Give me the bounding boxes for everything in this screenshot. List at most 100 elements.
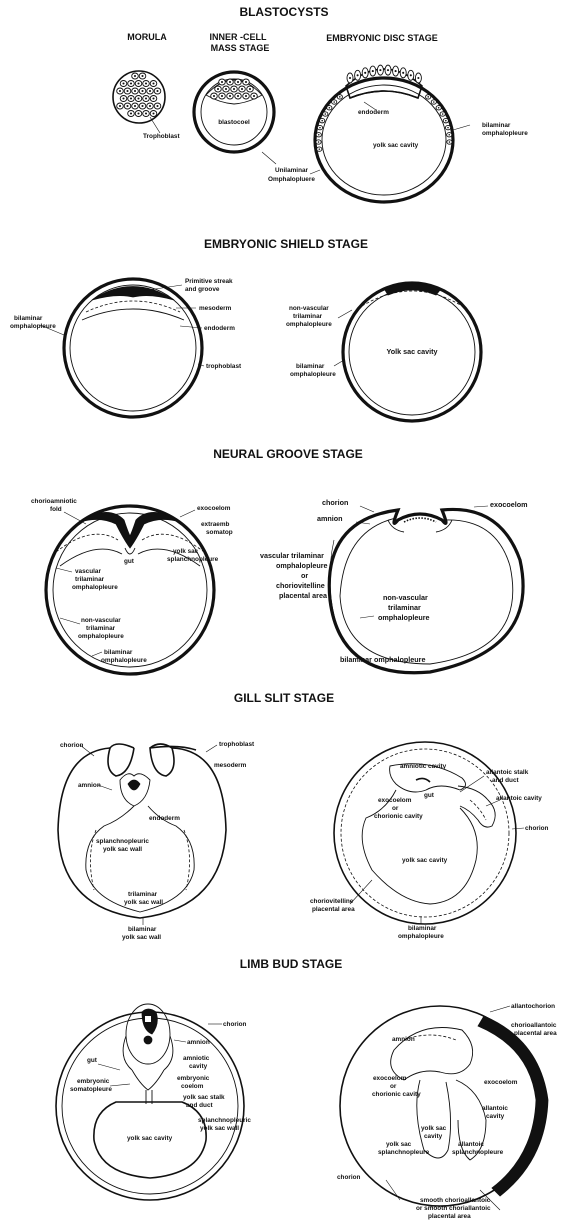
cell-nucleus [241, 88, 243, 90]
gill-gut-label: gut [424, 792, 435, 799]
gill-exocoelom-label-1: exocoelom [378, 797, 412, 804]
shield-bilaminar-r-label-2: omphalopleure [290, 371, 336, 378]
gill-bilam-r-label-2: omphalopleure [398, 933, 444, 940]
bilaminar-label-1: bilaminar [482, 122, 511, 129]
extraemb-label-1: extraemb [201, 521, 230, 528]
emb-coel-label-1: embryonic [177, 1075, 210, 1082]
cell-nucleus [134, 75, 136, 77]
cell-nucleus [122, 97, 124, 99]
cell-nucleus [433, 101, 435, 103]
neural-right-drawing [329, 509, 523, 672]
chorioamniotic-label-2: fold [50, 506, 62, 513]
cell-nucleus [395, 70, 397, 72]
limb-splanch-label-2: yolk sac wall [200, 1125, 239, 1132]
cell-nucleus [156, 90, 158, 92]
nvr-label-2: trilaminar [388, 603, 421, 612]
trophoblast-label: Trophoblast [143, 133, 180, 140]
cell-nucleus [152, 97, 154, 99]
emb-coel-label-2: coelom [181, 1083, 204, 1090]
cell-nucleus [225, 88, 227, 90]
neural-amnion-label: amnion [317, 514, 343, 523]
cell-nucleus [357, 74, 359, 76]
cell-nucleus [402, 72, 404, 74]
cell-nucleus [141, 75, 143, 77]
ys-stalk-label-2: and duct [186, 1102, 213, 1109]
inner-cell-title-2: MASS STAGE [211, 43, 270, 53]
cell-nucleus [122, 82, 124, 84]
cell-nucleus [237, 81, 239, 83]
neural-nonvasc-label-3: omphalopleure [78, 633, 124, 640]
cell-nucleus [134, 105, 136, 107]
cell-nucleus [319, 127, 321, 129]
vt-label-1: vascular trilaminar [260, 551, 324, 560]
cell-nucleus [145, 97, 147, 99]
neural-exocoelom-r-label: exocoelom [490, 500, 528, 509]
cell-nucleus [379, 69, 381, 71]
limb-title: LIMB BUD STAGE [240, 957, 342, 971]
neural-bilam-label-2: omphalopleure [101, 657, 147, 664]
endoderm-label: endoderm [358, 109, 389, 116]
cell-nucleus [318, 141, 320, 143]
nvr-label-1: non-vascular [383, 593, 428, 602]
blastocysts-title: BLASTOCYSTS [239, 5, 328, 19]
ca-label-1: chorioallantoic [511, 1022, 557, 1029]
gill-splanch-label-1: splanchnopleuric [96, 838, 149, 845]
cell-nucleus [249, 88, 251, 90]
blastocoel-label: blastocoel [218, 119, 250, 126]
cell-nucleus [339, 96, 341, 98]
gill-exocoelom-label-2: or [392, 805, 399, 812]
cell-nucleus [329, 107, 331, 109]
neural-nonvasc-label-1: non-vascular [81, 617, 121, 624]
limb-allantoic-label-2: cavity [486, 1113, 505, 1120]
limb-chorion-label: chorion [223, 1021, 247, 1028]
cell-nucleus [119, 105, 121, 107]
neural-gut-label: gut [124, 558, 135, 565]
limb-exocoelom-label-3: chorionic cavity [372, 1091, 421, 1098]
cell-nucleus [149, 105, 151, 107]
cell-nucleus [349, 77, 351, 79]
ys-splanch-label-2: splanchnopleure [167, 556, 219, 563]
neural-bilam-label-1: bilaminar [104, 649, 133, 656]
nonvasc-label-3: omphalopleure [286, 321, 332, 328]
ys-stalk-label-1: yolk sac stalk [183, 1094, 225, 1101]
all-splanch-label-2: splanchnopleure [452, 1149, 504, 1156]
cell-nucleus [229, 95, 231, 97]
amniotic-cavity-label: amniotic cavity [400, 763, 447, 770]
cell-nucleus [130, 82, 132, 84]
neural-section: NEURAL GROOVE STAGE chorioamniotic fold … [31, 447, 528, 674]
cell-nucleus [445, 120, 447, 122]
cell-nucleus [319, 148, 321, 150]
yolk-sac-cavity-label: yolk sac cavity [373, 142, 419, 149]
cell-nucleus [130, 97, 132, 99]
cell-nucleus [119, 90, 121, 92]
limb-amniotic-label-2: cavity [189, 1063, 208, 1070]
vt-label-2: omphalopleure [276, 561, 328, 570]
cv-label-2: placental area [312, 906, 355, 913]
cell-nucleus [325, 113, 327, 115]
ys-splanch-r-label-1: yolk sac [386, 1141, 412, 1148]
neural-chorion-label: chorion [322, 498, 348, 507]
cell-nucleus [410, 74, 412, 76]
cell-nucleus [364, 72, 366, 74]
cell-nucleus [447, 127, 449, 129]
chorioamniotic-label-1: chorioamniotic [31, 498, 77, 505]
cell-nucleus [126, 105, 128, 107]
embryonic-disc-drawing [315, 65, 453, 202]
shield-bilaminar-label-1: bilaminar [14, 315, 43, 322]
cell-nucleus [438, 107, 440, 109]
cell-nucleus [427, 96, 429, 98]
gill-chorion-label: chorion [60, 742, 84, 749]
neural-nonvasc-label-2: trilaminar [86, 625, 116, 632]
unilaminar-label-1: Unilaminar [275, 167, 309, 174]
gill-allantoic-cavity-label: allantoic cavity [496, 795, 542, 802]
cell-nucleus [213, 95, 215, 97]
cell-nucleus [126, 90, 128, 92]
cell-nucleus [229, 81, 231, 83]
gill-bilam-r-label-1: bilaminar [408, 925, 437, 932]
shield-mesoderm-label: mesoderm [199, 305, 232, 312]
gill-exocoelom-label-3: chorionic cavity [374, 813, 423, 820]
cv-label-1: choriovitelline [310, 898, 354, 905]
gill-splanch-label-2: yolk sac wall [103, 846, 142, 853]
gill-mesoderm-label: mesoderm [214, 762, 247, 769]
nonvasc-label-1: non-vascular [289, 305, 329, 312]
